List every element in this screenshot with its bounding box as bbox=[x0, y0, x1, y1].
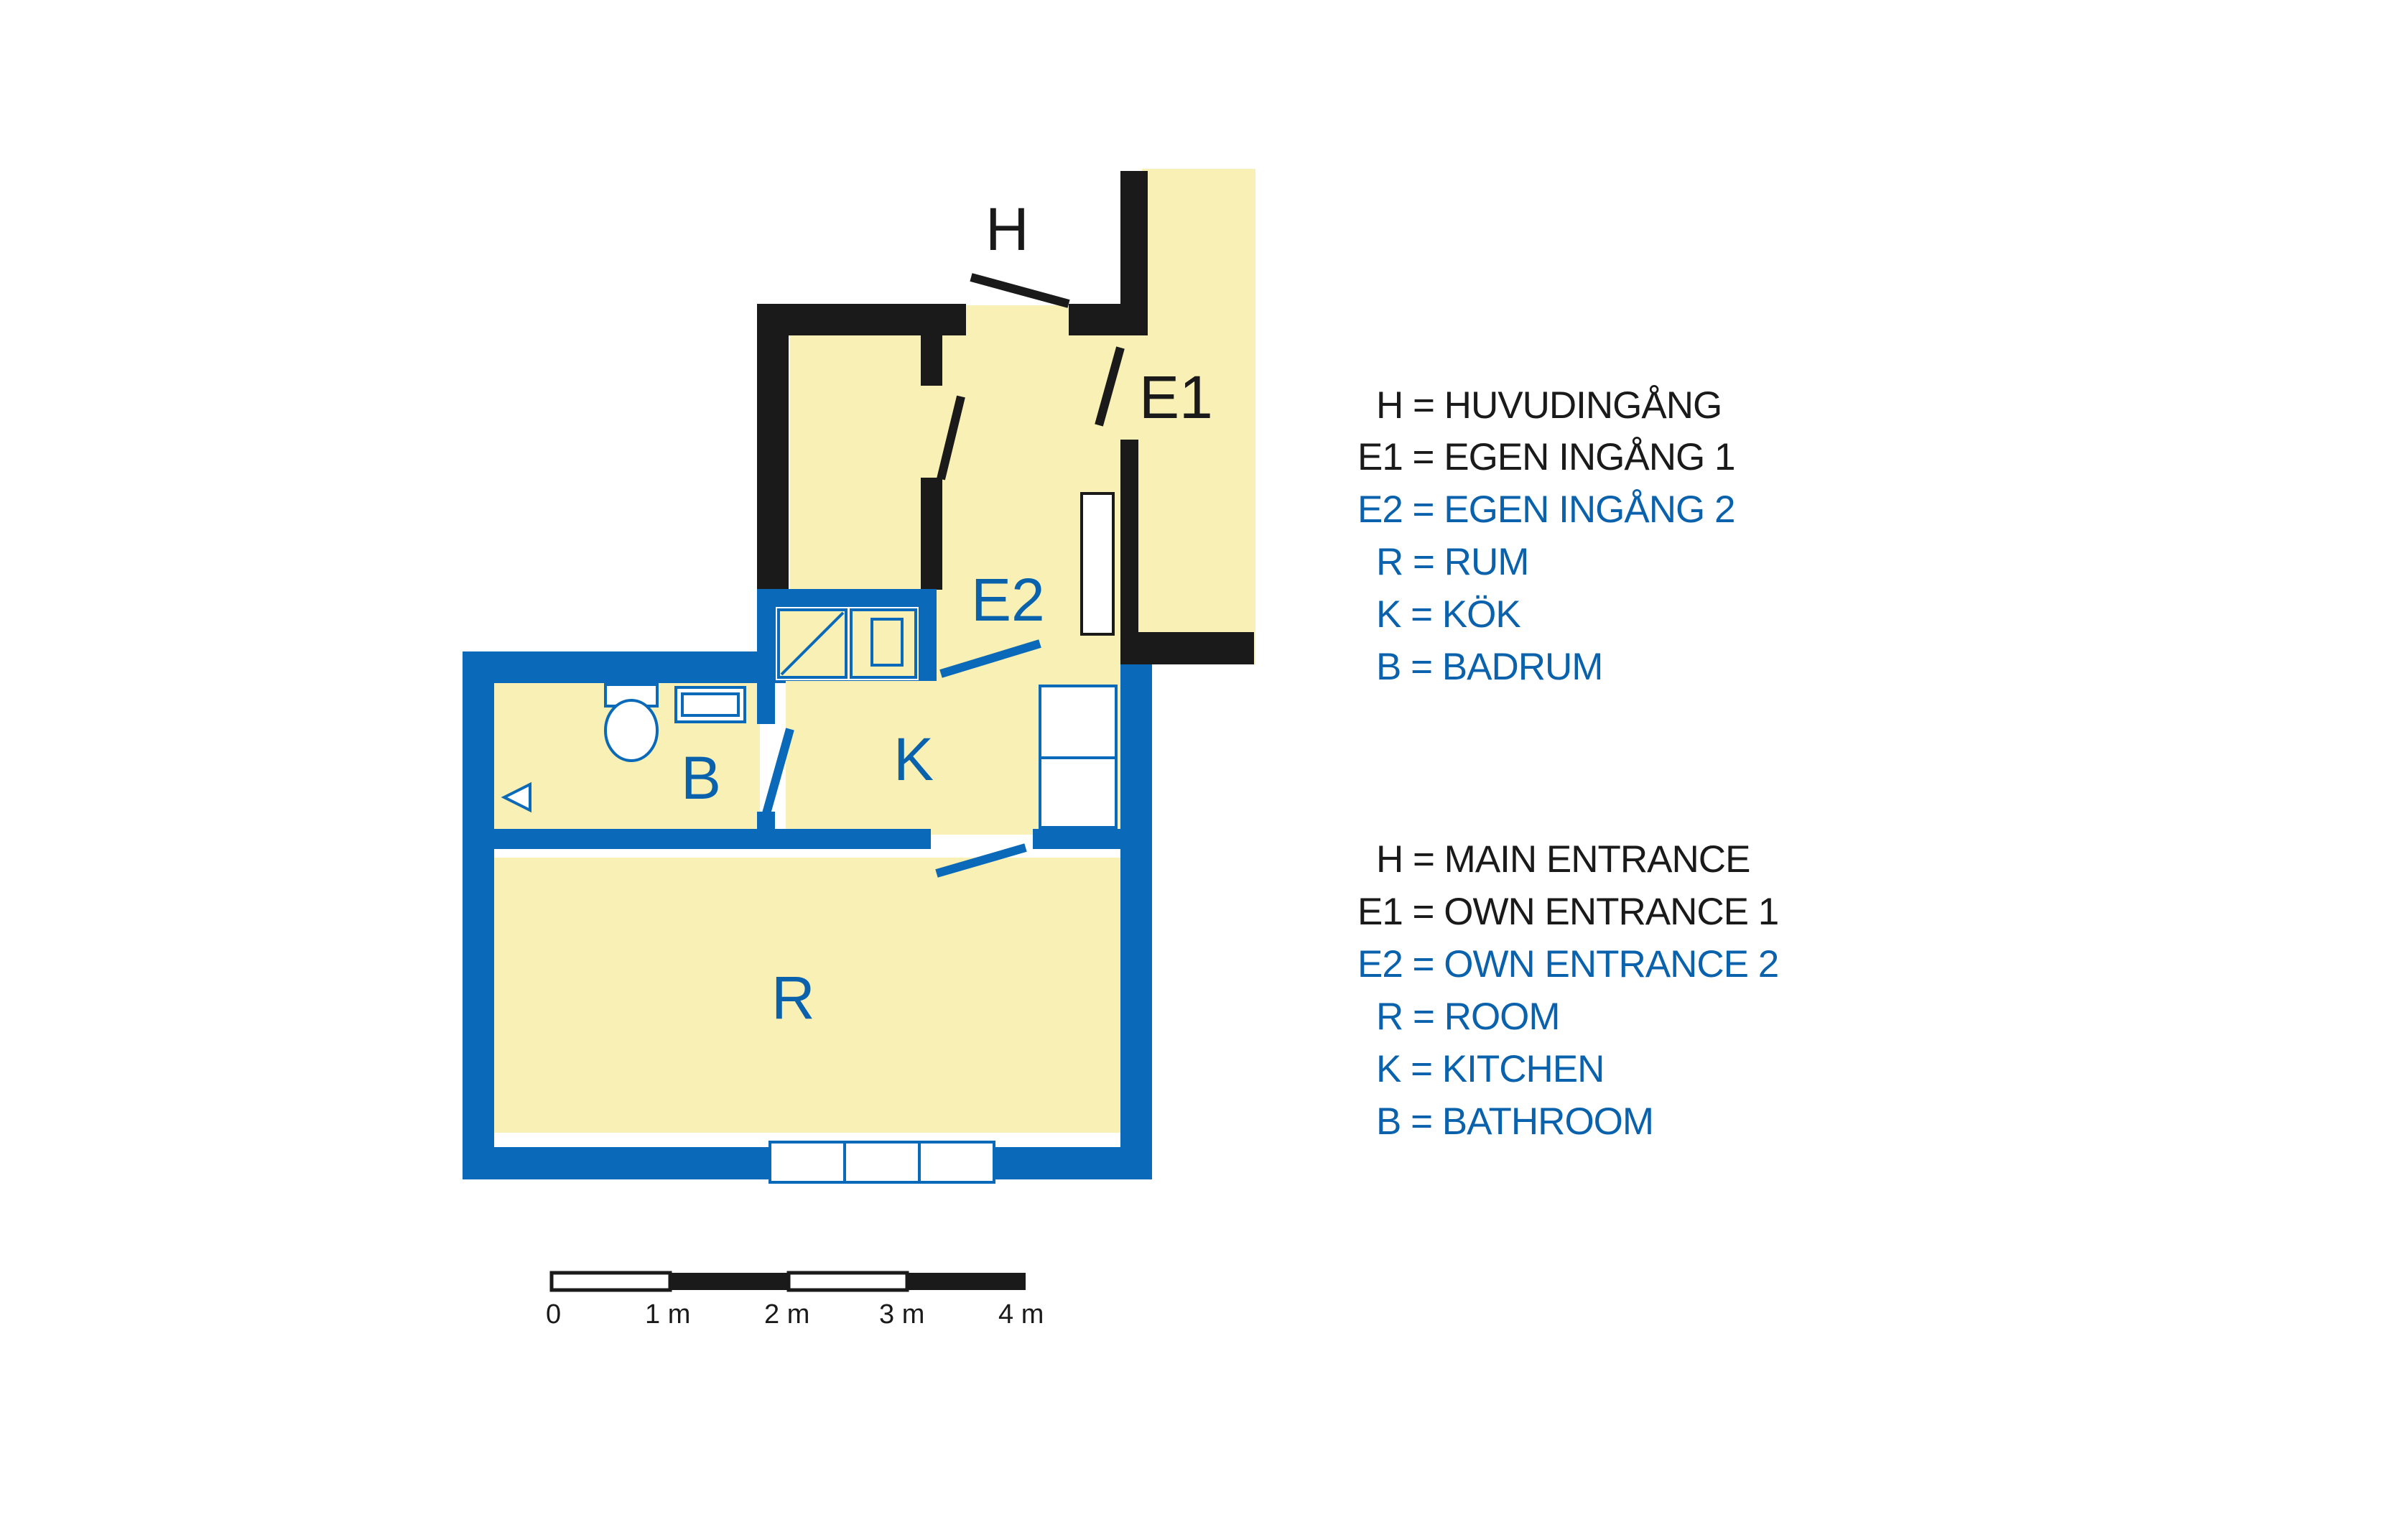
room-labels: H E1 E2 B K R bbox=[681, 195, 1213, 1031]
legend-line: K = KITCHEN bbox=[1376, 1048, 1605, 1090]
scale-segment-4 bbox=[907, 1273, 1026, 1290]
wall-outer-top-left bbox=[463, 651, 786, 683]
wall-e1-vertical-bottom bbox=[1120, 440, 1138, 664]
legend-line: E1 = OWN ENTRANCE 1 bbox=[1357, 891, 1779, 933]
scale-tick-0: 0 bbox=[546, 1299, 561, 1330]
scale-bar: 0 1 m 2 m 3 m 4 m bbox=[546, 1271, 1044, 1330]
legend-line: H = HUVUDINGÅNG bbox=[1376, 384, 1722, 427]
window-left bbox=[769, 1141, 846, 1184]
shelf-e1 bbox=[1080, 492, 1115, 636]
kitchen-counter-bottom bbox=[1039, 756, 1118, 829]
scale-segment-1 bbox=[549, 1271, 672, 1292]
legend-line: E2 = EGEN INGÅNG 2 bbox=[1357, 488, 1735, 531]
wall-room-divider-right bbox=[1033, 829, 1120, 849]
floor-drain bbox=[501, 781, 531, 813]
toilet-tank bbox=[604, 683, 659, 708]
wall-room-divider bbox=[494, 829, 931, 849]
legend-line: B = BATHROOM bbox=[1376, 1100, 1654, 1143]
scale-tick-4: 4 m bbox=[998, 1299, 1044, 1330]
door-room bbox=[935, 843, 1027, 878]
scale-segment-2 bbox=[670, 1273, 789, 1290]
door-main-entrance bbox=[970, 273, 1070, 308]
upper-room-floor bbox=[790, 338, 927, 589]
toilet-bowl bbox=[604, 699, 659, 762]
kitchen-counter-top bbox=[1039, 685, 1118, 759]
scale-segment-3 bbox=[786, 1271, 909, 1292]
existing-walls bbox=[757, 171, 1254, 664]
scale-tick-2: 2 m bbox=[764, 1299, 809, 1330]
sink-inner bbox=[681, 692, 740, 717]
wall-outer-right bbox=[1120, 664, 1152, 1179]
wall-inner-stub-top bbox=[921, 335, 942, 386]
corridor-floor bbox=[1142, 169, 1255, 664]
wall-bath-vertical bbox=[757, 681, 775, 724]
legend-line: B = BADRUM bbox=[1376, 646, 1603, 688]
label-main-entrance: H bbox=[985, 195, 1029, 263]
fixtures bbox=[501, 492, 1118, 1184]
label-bathroom: B bbox=[681, 744, 721, 812]
legend-line: R = RUM bbox=[1376, 541, 1529, 583]
label-own-entrance-2: E2 bbox=[971, 566, 1045, 634]
door-bathroom bbox=[761, 728, 794, 817]
window-right bbox=[918, 1141, 995, 1184]
wall-upper-top bbox=[757, 304, 966, 335]
doors bbox=[761, 273, 1125, 878]
door-e2 bbox=[939, 639, 1041, 678]
wall-e1-vertical-top bbox=[1120, 171, 1148, 335]
legend-line: R = ROOM bbox=[1376, 996, 1561, 1038]
door-upper-room bbox=[937, 395, 965, 481]
shaft bbox=[776, 607, 919, 680]
scale-tick-3: 3 m bbox=[879, 1299, 924, 1330]
scale-tick-1: 1 m bbox=[645, 1299, 690, 1330]
window-middle bbox=[843, 1141, 921, 1184]
label-kitchen: K bbox=[893, 725, 934, 793]
wall-e1-bottom bbox=[1120, 632, 1254, 664]
room-floor bbox=[494, 858, 1152, 1133]
label-room: R bbox=[771, 964, 815, 1031]
legend-line: H = MAIN ENTRANCE bbox=[1376, 838, 1750, 881]
label-own-entrance-1: E1 bbox=[1139, 363, 1213, 431]
wall-inner-stub-bottom bbox=[921, 478, 942, 590]
wall-upper-left bbox=[757, 304, 789, 590]
legend-line: E1 = EGEN INGÅNG 1 bbox=[1357, 436, 1735, 478]
legend-line: K = KÖK bbox=[1376, 593, 1521, 636]
door-e1 bbox=[1095, 346, 1125, 427]
wall-outer-left bbox=[463, 651, 494, 1179]
legend-line: E2 = OWN ENTRANCE 2 bbox=[1357, 943, 1779, 985]
